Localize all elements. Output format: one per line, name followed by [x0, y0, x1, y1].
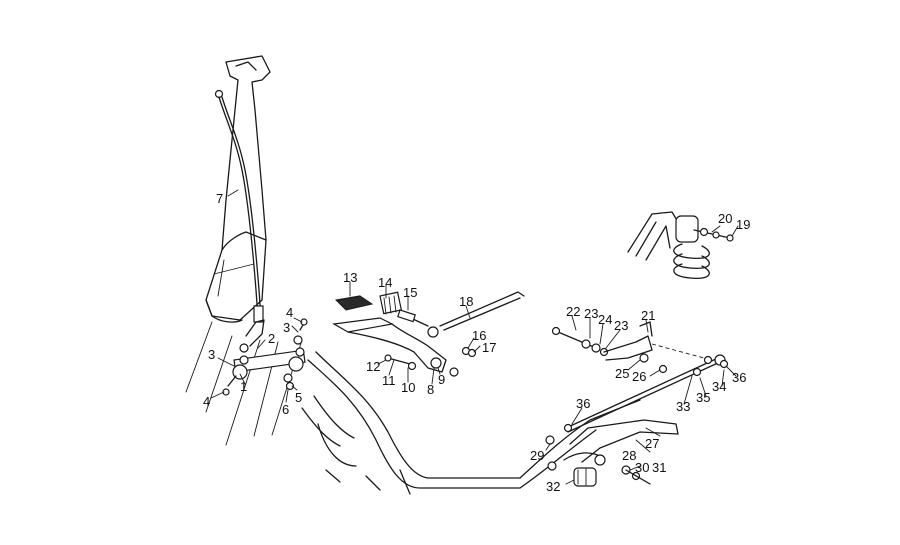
gear-linkage: [222, 318, 308, 396]
callout-25: 25: [615, 366, 629, 381]
callout-7: 7: [216, 191, 223, 206]
callout-34: 34: [712, 379, 726, 394]
callout-29: 29: [530, 448, 544, 463]
callout-3: 3: [283, 320, 290, 335]
callout-27: 27: [645, 436, 659, 451]
callout-21: 21: [641, 308, 655, 323]
callout-4: 4: [203, 394, 210, 409]
callout-18: 18: [459, 294, 473, 309]
callout-36: 36: [732, 370, 746, 385]
callout-15: 15: [403, 285, 417, 300]
callout-36: 36: [576, 396, 590, 411]
callout-23: 23: [614, 318, 628, 333]
callout-19: 19: [736, 217, 750, 232]
callout-10: 10: [401, 380, 415, 395]
shock-absorber: [627, 211, 734, 279]
callout-9: 9: [438, 372, 445, 387]
callout-30: 30: [635, 460, 649, 475]
callout-32: 32: [546, 479, 560, 494]
callout-11: 11: [382, 373, 396, 388]
callout-17: 17: [482, 340, 496, 355]
callout-2: 2: [268, 331, 275, 346]
callout-31: 31: [652, 460, 666, 475]
callout-33: 33: [676, 399, 690, 414]
callout-16: 16: [472, 328, 486, 343]
callout-4: 4: [286, 305, 293, 320]
rear-linkage: [545, 321, 729, 487]
callout-35: 35: [696, 390, 710, 405]
callout-3: 3: [208, 347, 215, 362]
callout-28: 28: [622, 448, 636, 463]
cable-7: [214, 89, 264, 323]
frame-tube: [205, 55, 271, 323]
callout-6: 6: [282, 402, 289, 417]
callout-20: 20: [718, 211, 732, 226]
lower-frame: [301, 351, 641, 495]
callout-8: 8: [427, 382, 434, 397]
callout-13: 13: [343, 270, 357, 285]
callout-22: 22: [566, 304, 580, 319]
callout-1: 1: [240, 379, 247, 394]
callout-5: 5: [295, 390, 302, 405]
callout-12: 12: [366, 359, 380, 374]
callout-23: 23: [584, 306, 598, 321]
callout-26: 26: [632, 369, 646, 384]
callout-24: 24: [598, 312, 612, 327]
leader-lines: [210, 189, 739, 485]
brake-pedal: [332, 291, 525, 377]
callout-14: 14: [378, 275, 392, 290]
callout-labels: 7 1 2 3 3 4 4 5 6 8 9 10 11 12 13 14 15 …: [203, 191, 750, 494]
